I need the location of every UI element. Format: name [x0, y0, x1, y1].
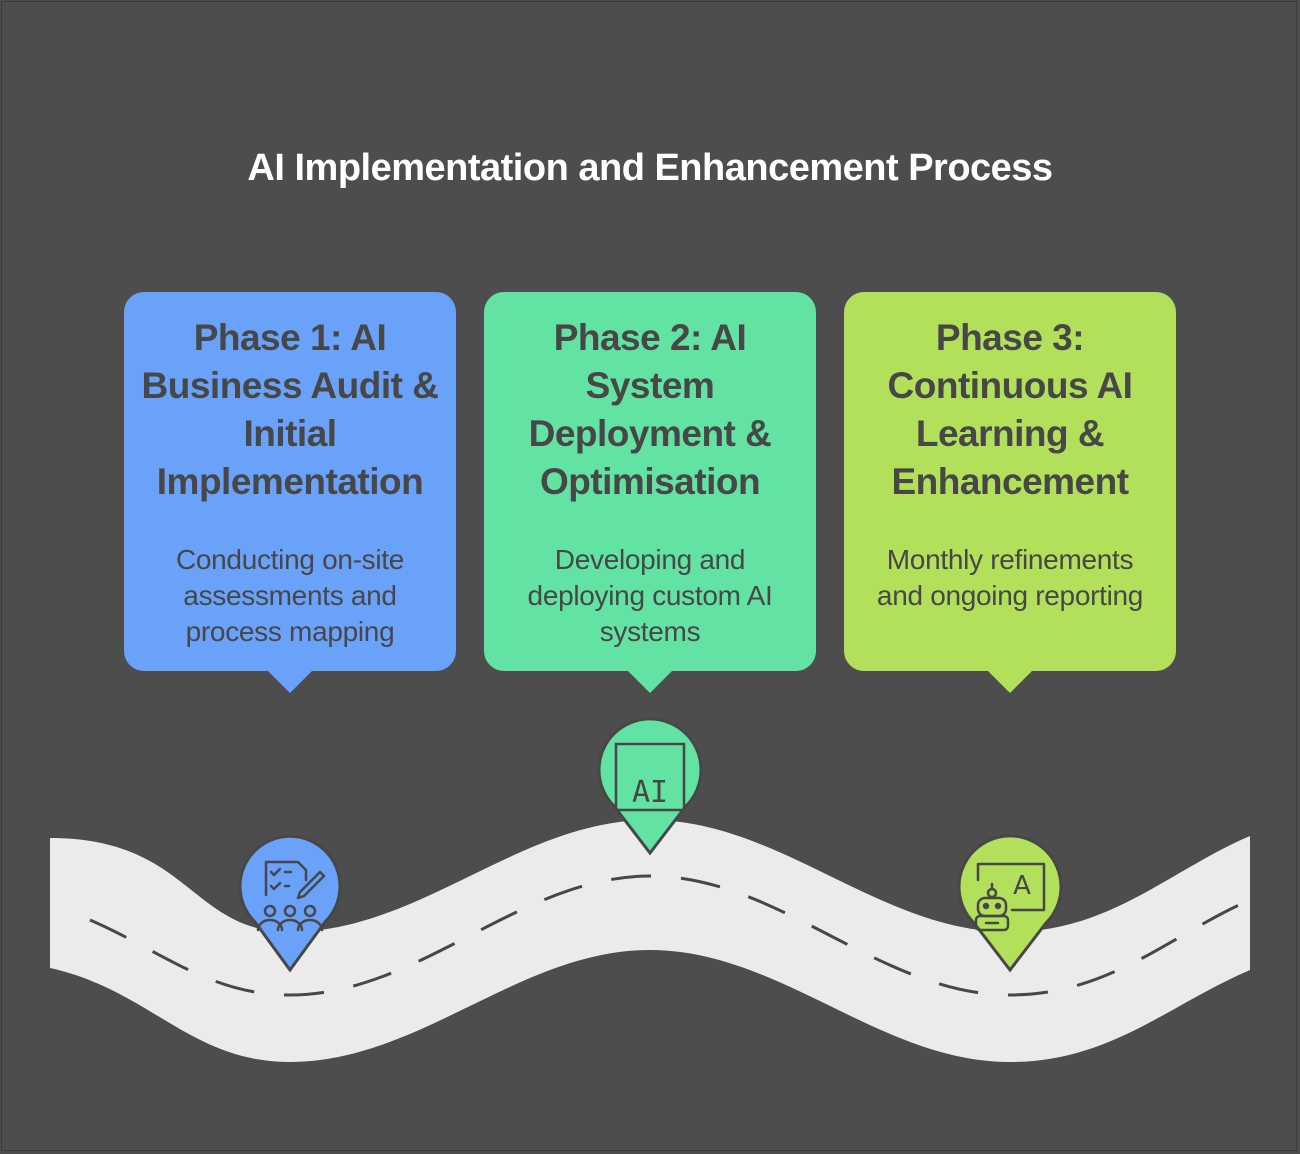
phase-2-marker: AI — [597, 717, 703, 856]
phase-2-heading: Phase 2: AI System Deployment & Optimisa… — [528, 317, 772, 502]
phase-1-description: Conducting on-site assessments and proce… — [175, 544, 405, 647]
phase-3-marker: A — [957, 834, 1063, 973]
phase-3-description: Monthly refinements and ongoing reportin… — [876, 544, 1144, 611]
board-letter-label: A — [1013, 871, 1031, 901]
audit-checklist-team-icon — [256, 860, 326, 932]
road-surface — [50, 820, 1250, 1062]
ai-chip-icon — [614, 742, 686, 812]
phase-2-description: Developing and deploying custom AI syste… — [527, 544, 773, 647]
phase-3-heading: Phase 3: Continuous AI Learning & Enhanc… — [887, 317, 1133, 502]
phase-1-marker — [238, 834, 342, 973]
phase-3-card: Phase 3: Continuous AI Learning & Enhanc… — [844, 292, 1176, 693]
road-centerline — [89, 874, 1251, 997]
phase-1-heading: Phase 1: AI Business Audit & Initial Imp… — [141, 317, 439, 502]
robot-learning-board-icon — [974, 862, 1046, 932]
ai-chip-label: AI — [632, 775, 668, 810]
diagram-title: AI Implementation and Enhancement Proces… — [247, 147, 1053, 189]
phase-1-card: Phase 1: AI Business Audit & Initial Imp… — [124, 292, 456, 693]
phase-2-card: Phase 2: AI System Deployment & Optimisa… — [484, 292, 816, 693]
